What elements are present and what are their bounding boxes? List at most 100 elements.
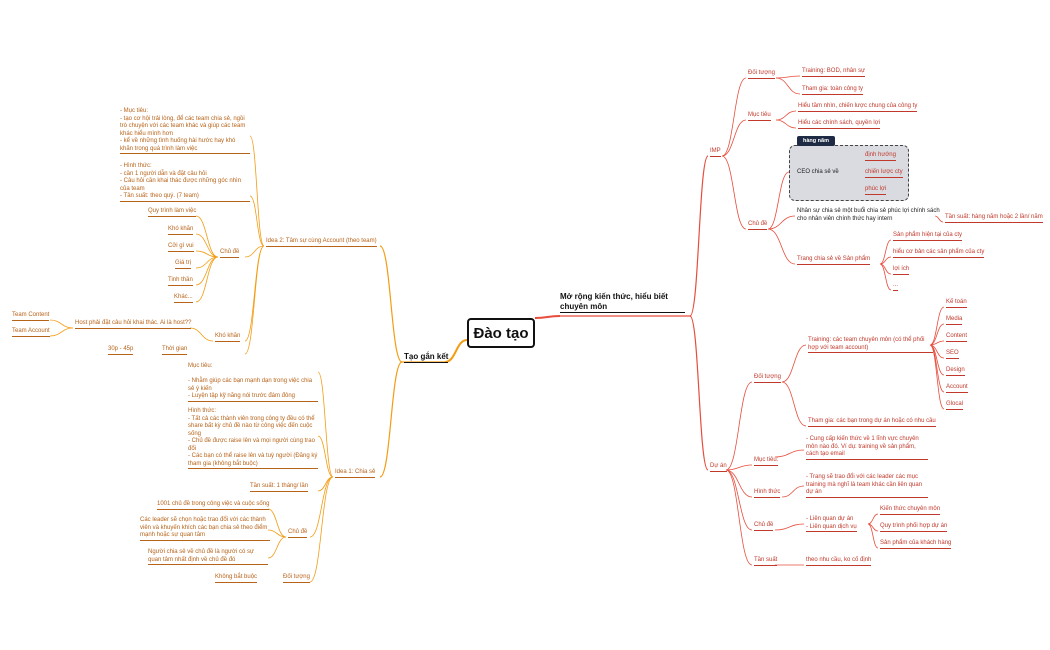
connector: [775, 77, 801, 95]
du-an-hinh-thuc-text[interactable]: - Trang sẽ trao đổi với các leader các m…: [806, 474, 928, 498]
team-item[interactable]: Media: [946, 316, 963, 325]
chu-de-item[interactable]: Quy trình làm việc: [148, 208, 197, 217]
chu-de-item[interactable]: Cởi gì vui: [168, 243, 194, 252]
connector: [195, 250, 219, 258]
doi-tuong-value[interactable]: Không bắt buộc: [215, 574, 258, 583]
connector: [189, 327, 214, 342]
du-an-hinh-thuc[interactable]: Hình thức: [754, 489, 781, 498]
idea2-hinh-thuc[interactable]: - Hình thức: - cần 1 người dẫn và đặt câ…: [120, 163, 250, 202]
team-content[interactable]: Team Content: [12, 312, 50, 321]
tan-suat-note[interactable]: Tần suất: hàng năm hoặc 2 lần/ năm: [945, 214, 1043, 223]
connector: [244, 245, 265, 355]
imp-doi-tuong-item[interactable]: Training: BOD, nhân sự: [802, 68, 866, 77]
imp-doi-tuong-item[interactable]: Tham gia: toàn công ty: [802, 86, 864, 95]
du-an-tham-gia[interactable]: Tham gia: các bạn trong dự án hoặc có nh…: [808, 418, 936, 427]
ceo-item[interactable]: chiến lược cty: [865, 169, 903, 178]
connector: [725, 469, 753, 566]
du-an-chu-de-text[interactable]: - Liên quan dự án - Liên quan dịch vụ: [806, 516, 857, 532]
ceo-item[interactable]: định hướng: [865, 152, 896, 161]
idea1-chu-de-item[interactable]: Các leader sẽ chọn hoặc trao đổi với các…: [140, 517, 270, 541]
idea1-tan-suat[interactable]: Tần suất: 1 tháng/ lần: [250, 483, 309, 492]
connector: [725, 381, 753, 471]
du-an-muc-tieu-text[interactable]: - Cung cấp kiến thức về 1 lĩnh vực chuyê…: [806, 436, 928, 460]
chu-de-item[interactable]: Khác...: [174, 294, 193, 303]
right-branch-topic[interactable]: Mở rộng kiến thức, hiểu biết chuyên môn: [560, 292, 685, 313]
connector: [379, 361, 403, 478]
team-item[interactable]: Design: [946, 367, 965, 376]
du-an-tan-suat-text[interactable]: theo nhu cầu, ko cố định: [806, 557, 872, 566]
connector: [317, 435, 334, 478]
connector: [774, 523, 805, 531]
san-pham-item[interactable]: lợi ích: [893, 266, 910, 275]
du-an-muc-tieu[interactable]: Mục tiêu:: [754, 457, 779, 466]
idea1-muc-tieu[interactable]: Mục tiêu: - Nhằm giúp các bạn mạnh dạn t…: [188, 363, 318, 402]
connector: [689, 155, 709, 317]
connector: [49, 319, 74, 329]
idea1-topic[interactable]: Idea 1: Chia sẻ: [335, 469, 376, 478]
san-pham-item[interactable]: Sản phẩm hiện tại của cty: [893, 232, 963, 241]
connector: [929, 344, 945, 410]
imp-doi-tuong[interactable]: Đối tượng: [748, 70, 775, 79]
imp-muc-tieu[interactable]: Mục tiêu: [748, 112, 771, 121]
team-item[interactable]: Glocal: [946, 401, 964, 410]
idea1-doi-tuong[interactable]: Đối tượng: [283, 574, 310, 583]
connector: [929, 306, 945, 346]
idea1-chu-de-item[interactable]: Người chia sẻ về chủ đề là người có sự q…: [148, 549, 268, 565]
connector: [249, 195, 265, 247]
san-pham-item[interactable]: hiểu cơ bản các sản phẩm của cty: [893, 249, 985, 258]
du-an-training[interactable]: Training: các team chuyên môn (có thể ph…: [808, 337, 933, 353]
team-item[interactable]: Content: [946, 333, 968, 342]
imp-chu-de[interactable]: Chủ đề: [748, 221, 768, 230]
ceo-topic[interactable]: CEO chia sẻ về: [797, 169, 839, 175]
idea2-kho-khan[interactable]: Khó khăn: [215, 333, 241, 342]
connector: [867, 523, 879, 549]
connector: [775, 110, 797, 121]
team-account[interactable]: Team Account: [12, 328, 50, 337]
chu-de-item[interactable]: Tinh thần: [168, 277, 193, 286]
idea2-chu-de[interactable]: Chủ đề: [220, 249, 240, 258]
du-an-chu-de-item[interactable]: Sản phẩm của khách hàng: [880, 540, 952, 549]
idea1-chu-de[interactable]: Chủ đề: [288, 529, 308, 538]
connector: [309, 476, 334, 538]
connector: [195, 256, 219, 303]
imp-muc-tieu-item[interactable]: Hiểu tầm nhìn, chiến lược chung của công…: [798, 103, 918, 112]
root-topic[interactable]: Đào tạo: [467, 318, 535, 348]
host-note[interactable]: Host phải đặt câu hỏi khai thác. Ai là h…: [75, 320, 192, 329]
du-an-chu-de-item[interactable]: Quy trình phối hợp dự án: [880, 523, 948, 532]
thoi-gian-value[interactable]: 30p - 45p: [108, 346, 134, 355]
connector: [534, 315, 561, 319]
chu-de-item[interactable]: Khó khăn: [168, 226, 194, 235]
san-pham-item[interactable]: ...: [893, 282, 899, 291]
nhan-su-topic[interactable]: Nhân sự chia sẻ một buổi chia sẻ phúc lợ…: [797, 208, 940, 222]
du-an-tan-suat[interactable]: Tần suất: [754, 557, 778, 566]
idea1-hinh-thuc[interactable]: Hình thức: - Tất cả các thành viên trong…: [188, 408, 318, 469]
connector: [781, 344, 807, 383]
imp-muc-tieu-item[interactable]: Hiểu các chính sách, quyền lợi: [798, 120, 880, 129]
team-item[interactable]: Account: [946, 384, 968, 393]
idea2-muc-tieu[interactable]: - Mục tiêu: - tạo cơ hội trải lòng, để c…: [120, 108, 250, 154]
connector: [929, 323, 945, 346]
ceo-item[interactable]: phúc lợi: [865, 186, 887, 195]
team-item[interactable]: Kế toán: [946, 299, 967, 308]
du-an-chu-de[interactable]: Chủ đề: [754, 522, 774, 531]
du-an-chu-de-item[interactable]: Kiến thức chuyên môn: [880, 506, 941, 515]
connector: [775, 119, 797, 129]
connector: [244, 245, 265, 258]
team-item[interactable]: SEO: [946, 350, 959, 359]
connector: [934, 215, 944, 223]
idea2-thoi-gian[interactable]: Thời gian: [162, 346, 188, 355]
connector: [309, 476, 334, 583]
left-branch-topic[interactable]: Tạo gắn kết: [404, 352, 449, 363]
idea1-chu-de-item[interactable]: 1001 chủ đề trong công việc và cuộc sống: [157, 501, 270, 510]
connector: [781, 381, 807, 427]
idea2-topic[interactable]: Idea 2: Tâm sự cùng Account (theo team): [266, 238, 377, 247]
du-an-doi-tuong[interactable]: Đối tượng: [754, 374, 781, 383]
du-an-topic[interactable]: Dự án: [710, 463, 727, 472]
connector: [721, 77, 747, 157]
connector: [725, 469, 753, 531]
chu-de-item[interactable]: Giá trị: [175, 260, 192, 269]
imp-topic[interactable]: IMP: [710, 148, 721, 157]
san-pham-topic[interactable]: Trang chia sẻ về Sản phẩm: [797, 256, 871, 265]
connector: [879, 239, 892, 265]
